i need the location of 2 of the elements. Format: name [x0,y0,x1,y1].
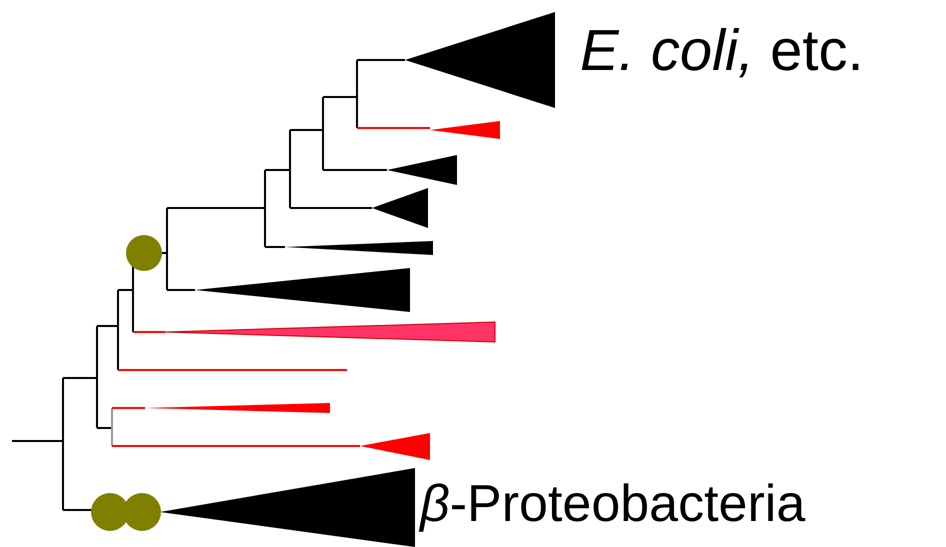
clade-label: E. coli, etc. [580,22,864,80]
clade-label: β-Proteobacteria [420,478,806,530]
